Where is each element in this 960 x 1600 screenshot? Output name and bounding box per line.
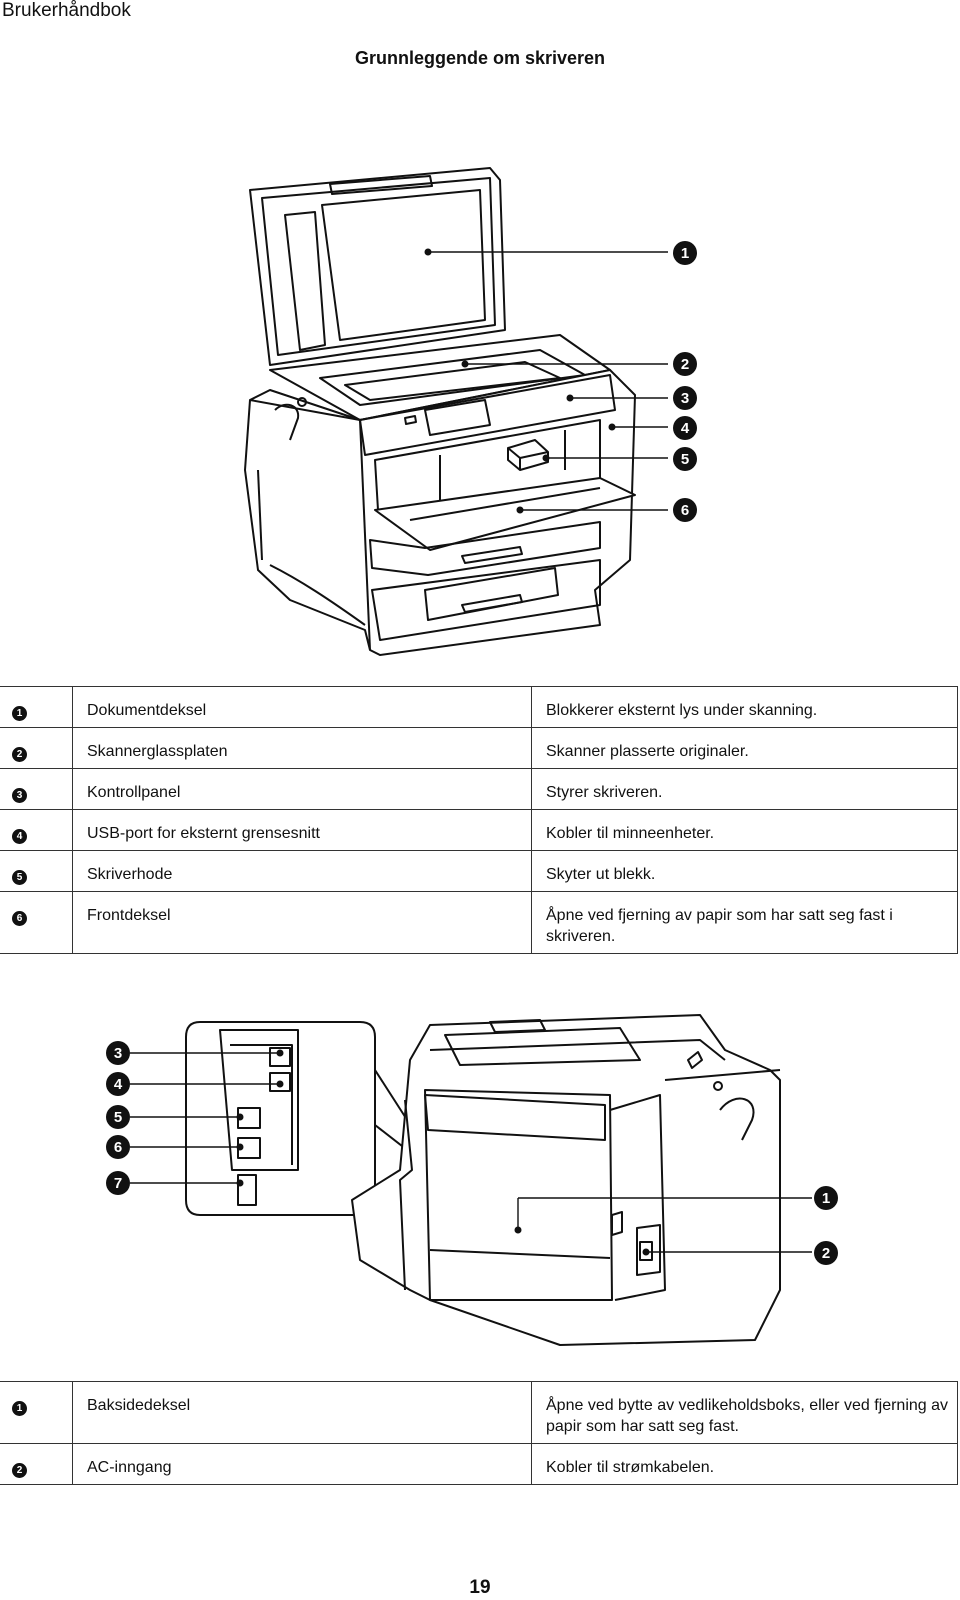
part-description: Styrer skriveren. [531, 768, 958, 810]
part-description: Skyter ut blekk. [531, 850, 958, 892]
row-number-badge: 1 [12, 1401, 27, 1416]
svg-text:6: 6 [681, 502, 689, 519]
callout-5-icon: 5 [673, 447, 697, 471]
table-row: 2 Skannerglassplaten Skanner plasserte o… [0, 727, 958, 769]
callout-6-icon: 6 [673, 498, 697, 522]
part-name: Baksidedeksel [72, 1381, 532, 1444]
running-header: Brukerhåndbok [2, 0, 131, 21]
table-row: 5 Skriverhode Skyter ut blekk. [0, 850, 958, 892]
row-number-badge: 3 [12, 788, 27, 803]
part-description: Åpne ved bytte av vedlikeholdsboks, elle… [531, 1381, 958, 1444]
svg-text:3: 3 [681, 390, 689, 407]
callout-1-icon: 1 [673, 241, 697, 265]
callout-6-icon: 6 [106, 1135, 130, 1159]
part-description: Kobler til minneenheter. [531, 809, 958, 851]
section-title: Grunnleggende om skriveren [354, 48, 606, 68]
page-number: 19 [469, 1577, 491, 1598]
svg-text:7: 7 [114, 1175, 122, 1192]
callout-2-icon: 2 [814, 1241, 838, 1265]
part-description: Kobler til strømkabelen. [531, 1443, 958, 1485]
svg-text:4: 4 [114, 1076, 123, 1093]
rear-callouts-left: 3 4 5 6 7 [106, 1041, 130, 1195]
rear-callouts-right: 1 2 [814, 1186, 838, 1265]
row-number-badge: 1 [12, 706, 27, 721]
svg-text:4: 4 [681, 420, 690, 437]
part-name: Kontrollpanel [72, 768, 532, 810]
svg-text:5: 5 [114, 1109, 122, 1126]
svg-text:2: 2 [681, 356, 689, 373]
part-name: USB-port for eksternt grensesnitt [72, 809, 532, 851]
front-parts-table: 1 Dokumentdeksel Blokkerer eksternt lys … [0, 686, 958, 954]
part-name: Dokumentdeksel [72, 686, 532, 728]
part-name: Frontdeksel [72, 891, 532, 954]
row-number-badge: 4 [12, 829, 27, 844]
table-row: 6 Frontdeksel Åpne ved fjerning av papir… [0, 891, 958, 954]
rear-printer-illustration [96, 1010, 816, 1350]
callout-7-icon: 7 [106, 1171, 130, 1195]
callout-1-icon: 1 [814, 1186, 838, 1210]
svg-text:3: 3 [114, 1045, 122, 1062]
svg-text:5: 5 [681, 451, 689, 468]
rear-parts-table: 1 Baksidedeksel Åpne ved bytte av vedlik… [0, 1381, 958, 1485]
svg-text:2: 2 [822, 1245, 830, 1262]
table-row: 4 USB-port for eksternt grensesnitt Kobl… [0, 809, 958, 851]
table-row: 1 Baksidedeksel Åpne ved bytte av vedlik… [0, 1381, 958, 1444]
part-name: AC-inngang [72, 1443, 532, 1485]
callout-5-icon: 5 [106, 1105, 130, 1129]
part-description: Blokkerer eksternt lys under skanning. [531, 686, 958, 728]
row-number-badge: 6 [12, 911, 27, 926]
part-description: Skanner plasserte originaler. [531, 727, 958, 769]
table-row: 3 Kontrollpanel Styrer skriveren. [0, 768, 958, 810]
table-row: 2 AC-inngang Kobler til strømkabelen. [0, 1443, 958, 1485]
callout-3-icon: 3 [673, 386, 697, 410]
front-callouts: 1 2 3 4 5 6 [673, 241, 697, 522]
part-name: Skannerglassplaten [72, 727, 532, 769]
row-number-badge: 5 [12, 870, 27, 885]
part-name: Skriverhode [72, 850, 532, 892]
part-description: Åpne ved fjerning av papir som har satt … [531, 891, 958, 954]
svg-text:6: 6 [114, 1139, 122, 1156]
row-number-badge: 2 [12, 1463, 27, 1478]
svg-text:1: 1 [681, 245, 689, 262]
front-printer-illustration [230, 160, 710, 660]
callout-2-icon: 2 [673, 352, 697, 376]
table-row: 1 Dokumentdeksel Blokkerer eksternt lys … [0, 686, 958, 728]
callout-4-icon: 4 [106, 1072, 130, 1096]
row-number-badge: 2 [12, 747, 27, 762]
callout-3-icon: 3 [106, 1041, 130, 1065]
callout-4-icon: 4 [673, 416, 697, 440]
svg-text:1: 1 [822, 1190, 830, 1207]
